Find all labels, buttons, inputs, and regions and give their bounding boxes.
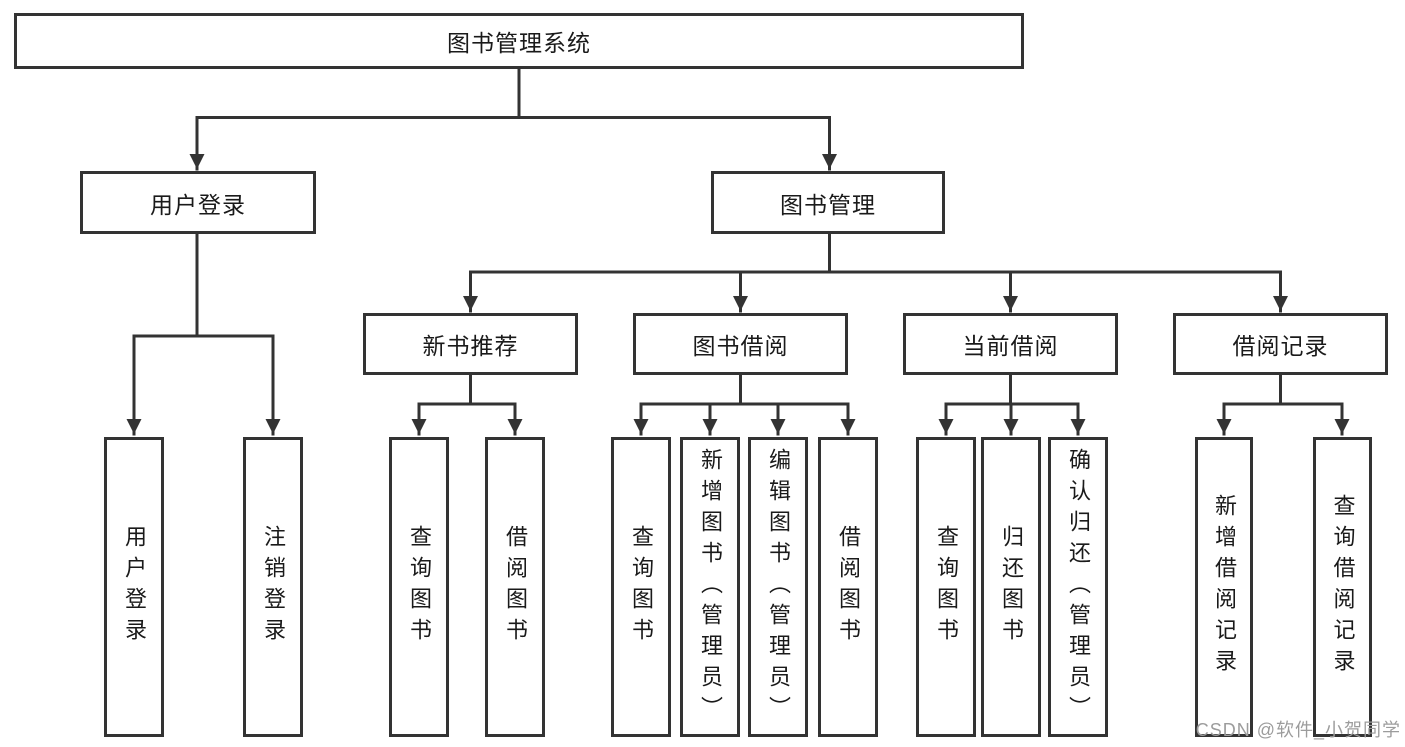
- node-borrowing-records: 借阅记录: [1173, 313, 1388, 375]
- node-book-borrowing-label: 图书借阅: [692, 333, 789, 359]
- leaf-query-books-current-label: 查询图书: [934, 525, 959, 649]
- leaf-borrow-books-recommend-label: 借阅图书: [503, 525, 528, 649]
- leaf-query-books-recommend-label: 查询图书: [407, 525, 432, 649]
- leaf-query-books-borrowing-label: 查询图书: [629, 525, 654, 649]
- leaf-return-books: 归还图书: [981, 437, 1041, 737]
- node-current-borrowing: 当前借阅: [903, 313, 1118, 375]
- leaf-edit-books-admin-label: 编辑图书（管理员）: [766, 447, 791, 727]
- leaf-edit-books-admin: 编辑图书（管理员）: [748, 437, 808, 737]
- node-new-book-recommend-label: 新书推荐: [422, 333, 519, 359]
- node-book-management-label: 图书管理: [780, 191, 876, 218]
- leaf-query-books-recommend: 查询图书: [389, 437, 449, 737]
- node-current-borrowing-label: 当前借阅: [962, 333, 1059, 359]
- node-new-book-recommend: 新书推荐: [363, 313, 578, 375]
- leaf-query-books-borrowing: 查询图书: [611, 437, 671, 737]
- leaf-borrow-books-recommend: 借阅图书: [485, 437, 545, 737]
- leaf-borrow-books: 借阅图书: [818, 437, 878, 737]
- node-user-login-label: 用户登录: [150, 191, 246, 218]
- leaf-add-books-admin: 新增图书（管理员）: [680, 437, 740, 737]
- leaf-logout-label: 注销登录: [261, 525, 286, 649]
- leaf-add-borrow-record: 新增借阅记录: [1195, 437, 1253, 737]
- leaf-query-borrow-record-label: 查询借阅记录: [1330, 494, 1356, 680]
- leaf-confirm-return-admin-label: 确认归还（管理员）: [1066, 447, 1091, 727]
- leaf-query-books-current: 查询图书: [916, 437, 976, 737]
- node-root-label: 图书管理系统: [447, 30, 591, 56]
- leaf-confirm-return-admin: 确认归还（管理员）: [1048, 437, 1108, 737]
- leaf-user-login: 用户登录: [104, 437, 164, 737]
- node-borrowing-records-label: 借阅记录: [1232, 333, 1329, 359]
- leaf-return-books-label: 归还图书: [999, 525, 1024, 649]
- node-book-management: 图书管理: [711, 171, 945, 234]
- leaf-borrow-books-label: 借阅图书: [836, 525, 861, 649]
- leaf-user-login-label: 用户登录: [122, 525, 147, 649]
- leaf-logout: 注销登录: [243, 437, 303, 737]
- leaf-add-books-admin-label: 新增图书（管理员）: [698, 447, 723, 727]
- leaf-add-borrow-record-label: 新增借阅记录: [1212, 494, 1237, 680]
- node-user-login: 用户登录: [80, 171, 316, 234]
- leaf-query-borrow-record: 查询借阅记录: [1313, 437, 1372, 737]
- csdn-watermark: CSDN @软件_小贺同学: [1195, 720, 1401, 740]
- node-book-borrowing: 图书借阅: [633, 313, 848, 375]
- node-root-system: 图书管理系统: [14, 13, 1024, 69]
